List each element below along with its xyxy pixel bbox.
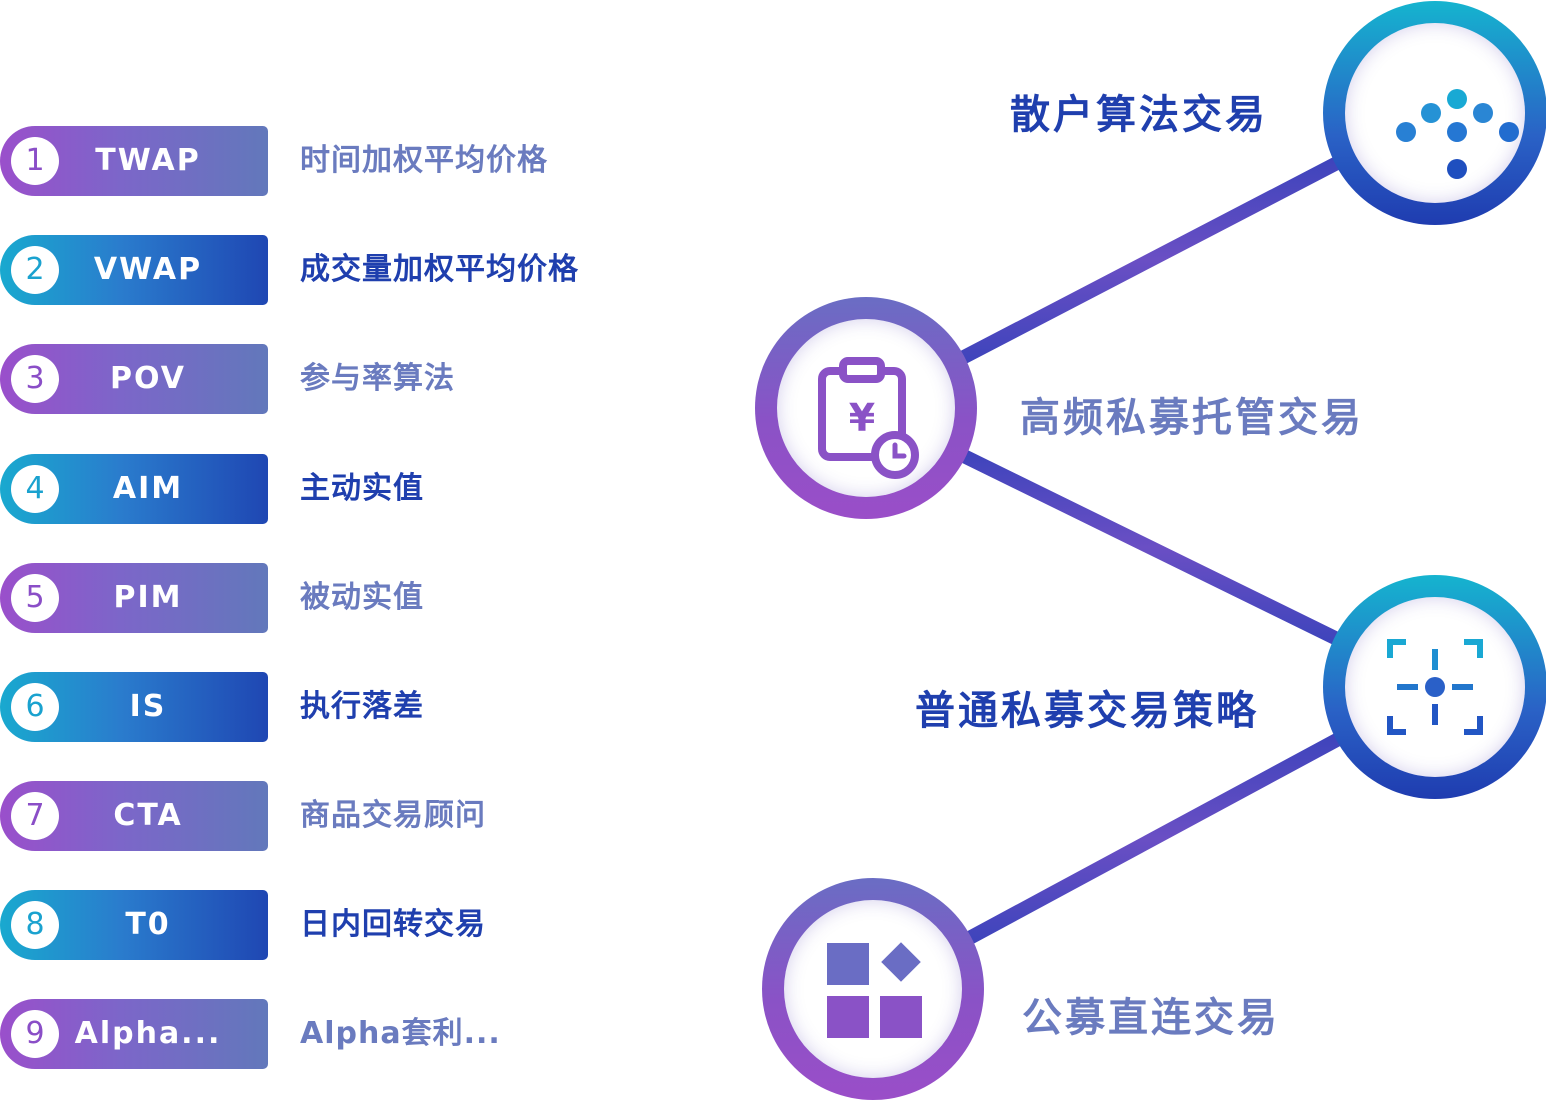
algorithm-item-alpha[interactable]: 9 Alpha... Alpha套利... — [0, 999, 660, 1069]
node-public-direct[interactable] — [762, 878, 984, 1100]
algorithm-name: 商品交易顾问 — [300, 798, 486, 833]
algorithm-pill: 3 POV — [0, 344, 268, 414]
node-label: 公募直连交易 — [1022, 995, 1280, 1041]
algorithm-pill: 1 TWAP — [0, 126, 268, 196]
algorithm-number: 3 — [11, 355, 59, 403]
algorithm-item-aim[interactable]: 4 AIM 主动实值 — [0, 454, 660, 524]
node-inner — [1345, 597, 1525, 777]
algorithm-name: 成交量加权平均价格 — [300, 252, 579, 287]
algorithm-pill: 8 T0 — [0, 890, 268, 960]
algorithm-code: TWAP — [95, 143, 201, 178]
algorithm-number: 9 — [11, 1010, 59, 1058]
algorithm-name: Alpha套利... — [300, 1016, 501, 1051]
node-hf-private-custody[interactable]: ¥ — [755, 297, 977, 519]
algorithm-code: T0 — [125, 907, 171, 942]
algorithm-code: POV — [110, 361, 186, 396]
focus-target-icon — [1387, 639, 1483, 735]
algorithm-code: CTA — [113, 798, 183, 833]
node-inner — [1345, 23, 1525, 203]
node-retail-algo-trading[interactable] — [1323, 1, 1546, 225]
svg-text:¥: ¥ — [849, 396, 875, 440]
algorithm-pill: 2 VWAP — [0, 235, 268, 305]
node-private-strategy[interactable] — [1323, 575, 1546, 799]
algorithm-item-pim[interactable]: 5 PIM 被动实值 — [0, 563, 660, 633]
algorithm-pill: 4 AIM — [0, 454, 268, 524]
algorithm-code: VWAP — [93, 252, 203, 287]
algorithm-pill: 9 Alpha... — [0, 999, 268, 1069]
clipboard-yuan-clock-icon: ¥ — [818, 357, 919, 479]
algorithm-name: 参与率算法 — [300, 361, 455, 396]
algorithm-item-pov[interactable]: 3 POV 参与率算法 — [0, 344, 660, 414]
algorithm-item-vwap[interactable]: 2 VWAP 成交量加权平均价格 — [0, 235, 660, 305]
algorithm-code: Alpha... — [74, 1016, 222, 1051]
algorithm-number: 8 — [11, 901, 59, 949]
node-label: 普通私募交易策略 — [915, 688, 1259, 734]
algorithm-number: 1 — [11, 137, 59, 185]
algorithm-number: 6 — [11, 683, 59, 731]
algorithm-item-twap[interactable]: 1 TWAP 时间加权平均价格 — [0, 126, 660, 196]
algorithm-pill: 6 IS — [0, 672, 268, 742]
algorithm-pill: 7 CTA — [0, 781, 268, 851]
dots-network-icon — [1396, 89, 1519, 179]
algorithm-number: 4 — [11, 465, 59, 513]
algorithm-code: IS — [129, 689, 167, 724]
node-inner — [784, 900, 962, 1078]
algorithm-name: 时间加权平均价格 — [300, 143, 548, 178]
algorithm-code: AIM — [112, 471, 184, 506]
algorithm-name: 主动实值 — [300, 471, 424, 506]
algorithm-name: 日内回转交易 — [300, 907, 486, 942]
node-label: 高频私募托管交易 — [1020, 395, 1364, 441]
algorithm-number: 5 — [11, 574, 59, 622]
algorithm-code: PIM — [113, 580, 183, 615]
blocks-icon — [827, 942, 922, 1038]
algorithm-number: 2 — [11, 246, 59, 294]
algorithm-name: 执行落差 — [300, 689, 424, 724]
node-inner: ¥ — [777, 319, 955, 497]
algorithm-number: 7 — [11, 792, 59, 840]
algorithm-pill: 5 PIM — [0, 563, 268, 633]
algorithm-item-is[interactable]: 6 IS 执行落差 — [0, 672, 660, 742]
algorithm-item-cta[interactable]: 7 CTA 商品交易顾问 — [0, 781, 660, 851]
node-label: 散户算法交易 — [1010, 92, 1268, 138]
algorithm-item-t0[interactable]: 8 T0 日内回转交易 — [0, 890, 660, 960]
algorithm-name: 被动实值 — [300, 580, 424, 615]
